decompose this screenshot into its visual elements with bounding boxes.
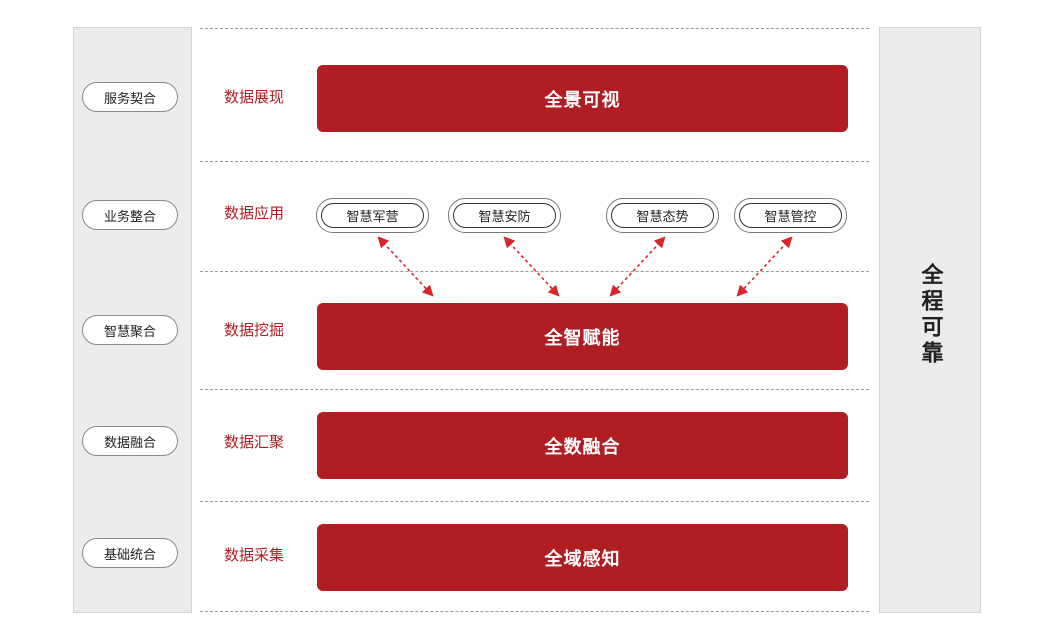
- arrow-control: [736, 236, 793, 297]
- left-tag-business: 业务整合: [82, 200, 178, 230]
- app-smart-security: 智慧安防: [448, 198, 561, 233]
- bar-data-fusion: 全数融合: [317, 412, 848, 479]
- row-label-aggregation: 数据汇聚: [224, 433, 285, 451]
- row-label-mining: 数据挖掘: [224, 321, 285, 339]
- bar-panoramic-visual: 全景可视: [317, 65, 848, 132]
- divider-line: [200, 611, 869, 612]
- left-tag-service: 服务契合: [82, 82, 178, 112]
- left-tag-smart: 智慧聚合: [82, 315, 178, 345]
- arrow-security: [503, 236, 560, 297]
- bar-domain-sensing: 全域感知: [317, 524, 848, 591]
- divider-line: [200, 161, 869, 162]
- app-smart-barracks: 智慧军营: [316, 198, 429, 233]
- divider-line: [200, 28, 869, 29]
- row-label-presentation: 数据展现: [224, 88, 285, 106]
- row-label-application: 数据应用: [224, 204, 285, 222]
- app-label: 智慧军营: [321, 203, 424, 228]
- divider-line: [200, 389, 869, 390]
- row-label-collection: 数据采集: [224, 546, 285, 564]
- app-label: 智慧态势: [611, 203, 714, 228]
- right-panel: [879, 27, 981, 613]
- right-title: 全程可靠: [917, 263, 943, 367]
- arrow-situation: [609, 236, 666, 297]
- app-smart-situation: 智慧态势: [606, 198, 719, 233]
- divider-line: [200, 501, 869, 502]
- bar-smart-empower: 全智赋能: [317, 303, 848, 370]
- left-tag-data: 数据融合: [82, 426, 178, 456]
- app-label: 智慧安防: [453, 203, 556, 228]
- app-smart-control: 智慧管控: [734, 198, 847, 233]
- arrow-barracks: [377, 236, 434, 297]
- app-label: 智慧管控: [739, 203, 842, 228]
- left-tag-base: 基础统合: [82, 538, 178, 568]
